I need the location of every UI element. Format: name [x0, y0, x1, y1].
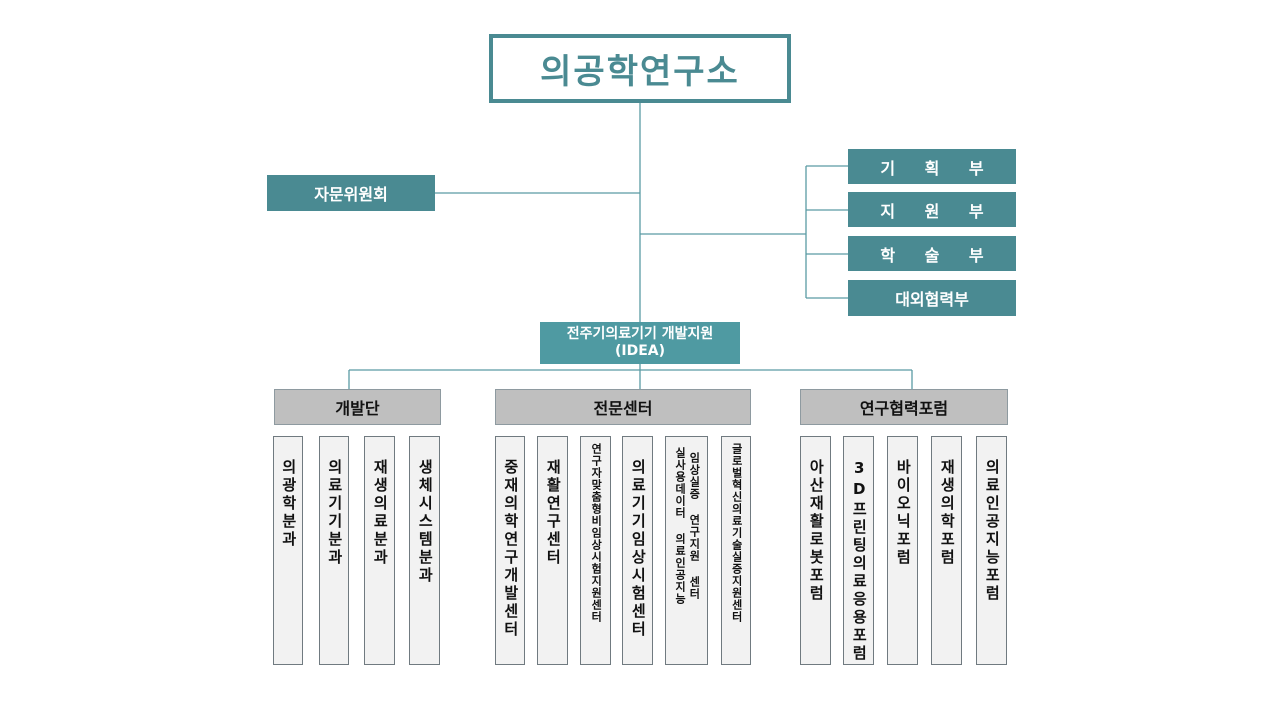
leaf-box: 생체시스템분과: [409, 436, 440, 665]
leaf-label: 의광학분과: [279, 459, 298, 549]
leaf-box: 의광학분과: [273, 436, 303, 665]
leaf-label: 3D프린팅의료응용포럼: [850, 459, 869, 663]
dept-external-cooperation-node: 대외협력부: [848, 280, 1016, 316]
advisory-committee-node: 자문위원회: [267, 175, 435, 211]
leaf-label: 의료기기분과: [325, 459, 344, 567]
dept-planning-node: 기 획 부: [848, 149, 1016, 184]
leaf-label: 재활연구센터: [544, 459, 563, 567]
idea-title: 전주기의료기기 개발지원: [566, 326, 714, 342]
leaf-box: 의료기기임상시험센터: [622, 436, 653, 665]
leaf-box: 글로벌혁신의료기술실증지원센터: [721, 436, 751, 665]
leaf-label: 글로벌혁신의료기술실증지원센터: [730, 443, 744, 623]
leaf-label: 의료인공지능포럼: [983, 459, 1002, 603]
group-research-forums: 연구협력포럼: [800, 389, 1008, 425]
dept-academic-node: 학 술 부: [848, 236, 1016, 271]
leaf-label: 임상실증 연구지원 센터 실사용데이터 의료인공지능: [673, 447, 701, 605]
leaf-box: 연구자맞춤형비임상시험지원센터: [580, 436, 611, 665]
leaf-label: 아산재활로봇포럼: [807, 459, 826, 603]
idea-subtitle: (IDEA): [614, 343, 666, 359]
leaf-box: 중재의학연구개발센터: [495, 436, 525, 665]
leaf-box: 재생의료분과: [364, 436, 395, 665]
leaf-label: 의료기기임상시험센터: [629, 459, 648, 639]
leaf-label: 중재의학연구개발센터: [501, 459, 520, 639]
leaf-box: 임상실증 연구지원 센터 실사용데이터 의료인공지능: [665, 436, 708, 665]
leaf-label: 연구자맞춤형비임상시험지원센터: [589, 443, 603, 623]
root-node-biomedical-engineering-institute: 의공학연구소: [489, 34, 791, 103]
leaf-label: 재생의학포럼: [938, 459, 957, 567]
leaf-label: 생체시스템분과: [416, 459, 435, 585]
leaf-box: 의료인공지능포럼: [976, 436, 1007, 665]
leaf-box: 의료기기분과: [319, 436, 349, 665]
leaf-label: 바이오닉포럼: [894, 459, 913, 567]
leaf-label: 재생의료분과: [371, 459, 390, 567]
leaf-box: 바이오닉포럼: [887, 436, 918, 665]
idea-node: 전주기의료기기 개발지원 (IDEA): [540, 322, 740, 364]
dept-support-node: 지 원 부: [848, 192, 1016, 227]
leaf-box: 재생의학포럼: [931, 436, 962, 665]
group-specialized-centers: 전문센터: [495, 389, 751, 425]
leaf-box: 재활연구센터: [537, 436, 568, 665]
group-development-team: 개발단: [274, 389, 441, 425]
leaf-box: 3D프린팅의료응용포럼: [843, 436, 874, 665]
leaf-box: 아산재활로봇포럼: [800, 436, 831, 665]
